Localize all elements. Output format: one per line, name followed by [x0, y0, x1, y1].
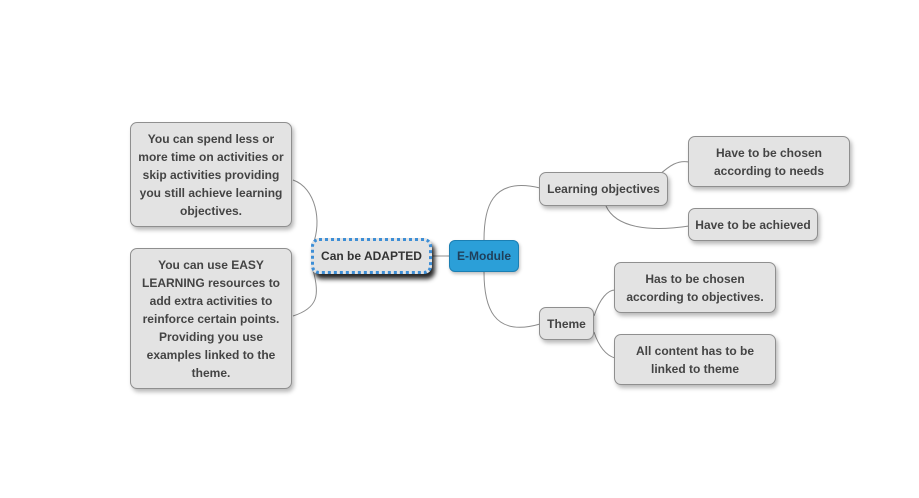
- node-have-to-be-achieved-label: Have to be achieved: [695, 217, 811, 232]
- node-easy-learning-resources[interactable]: You can use EASY LEARNING resources to a…: [130, 248, 292, 389]
- connector-theme-content: [593, 331, 616, 359]
- node-spend-less-time[interactable]: You can spend less or more time on activ…: [130, 122, 292, 227]
- node-chosen-according-to-needs-label: Have to be chosen according to needs: [713, 145, 825, 178]
- connector-theme-chosen: [593, 289, 616, 317]
- connector-adapted-spend-less: [292, 179, 318, 245]
- node-theme-label: Theme: [547, 316, 586, 331]
- node-content-linked-to-theme[interactable]: All content has to be linked to theme: [614, 334, 776, 385]
- node-easy-learning-resources-label: You can use EASY LEARNING resources to a…: [141, 257, 281, 380]
- node-spend-less-time-label: You can spend less or more time on activ…: [138, 131, 284, 218]
- connector-central-theme: [483, 271, 541, 328]
- node-content-linked-to-theme-label: All content has to be linked to theme: [635, 343, 754, 376]
- node-can-be-adapted-label: Can be ADAPTED: [321, 249, 422, 263]
- node-have-to-be-achieved[interactable]: Have to be achieved: [688, 208, 818, 241]
- node-chosen-according-to-objectives-label: Has to be chosen according to objectives…: [626, 271, 764, 304]
- node-chosen-according-to-needs[interactable]: Have to be chosen according to needs: [688, 136, 850, 187]
- node-learning-objectives[interactable]: Learning objectives: [539, 172, 668, 206]
- connector-central-learning-objectives: [483, 185, 541, 241]
- node-can-be-adapted[interactable]: Can be ADAPTED: [311, 238, 432, 274]
- central-node-e-module[interactable]: E-Module: [449, 240, 519, 272]
- connector-adapted-easy-learning: [292, 269, 317, 317]
- node-chosen-according-to-objectives[interactable]: Has to be chosen according to objectives…: [614, 262, 776, 313]
- connector-lo-achieved: [605, 205, 690, 229]
- central-node-label: E-Module: [457, 249, 511, 263]
- node-learning-objectives-label: Learning objectives: [547, 182, 660, 196]
- node-theme[interactable]: Theme: [539, 307, 594, 340]
